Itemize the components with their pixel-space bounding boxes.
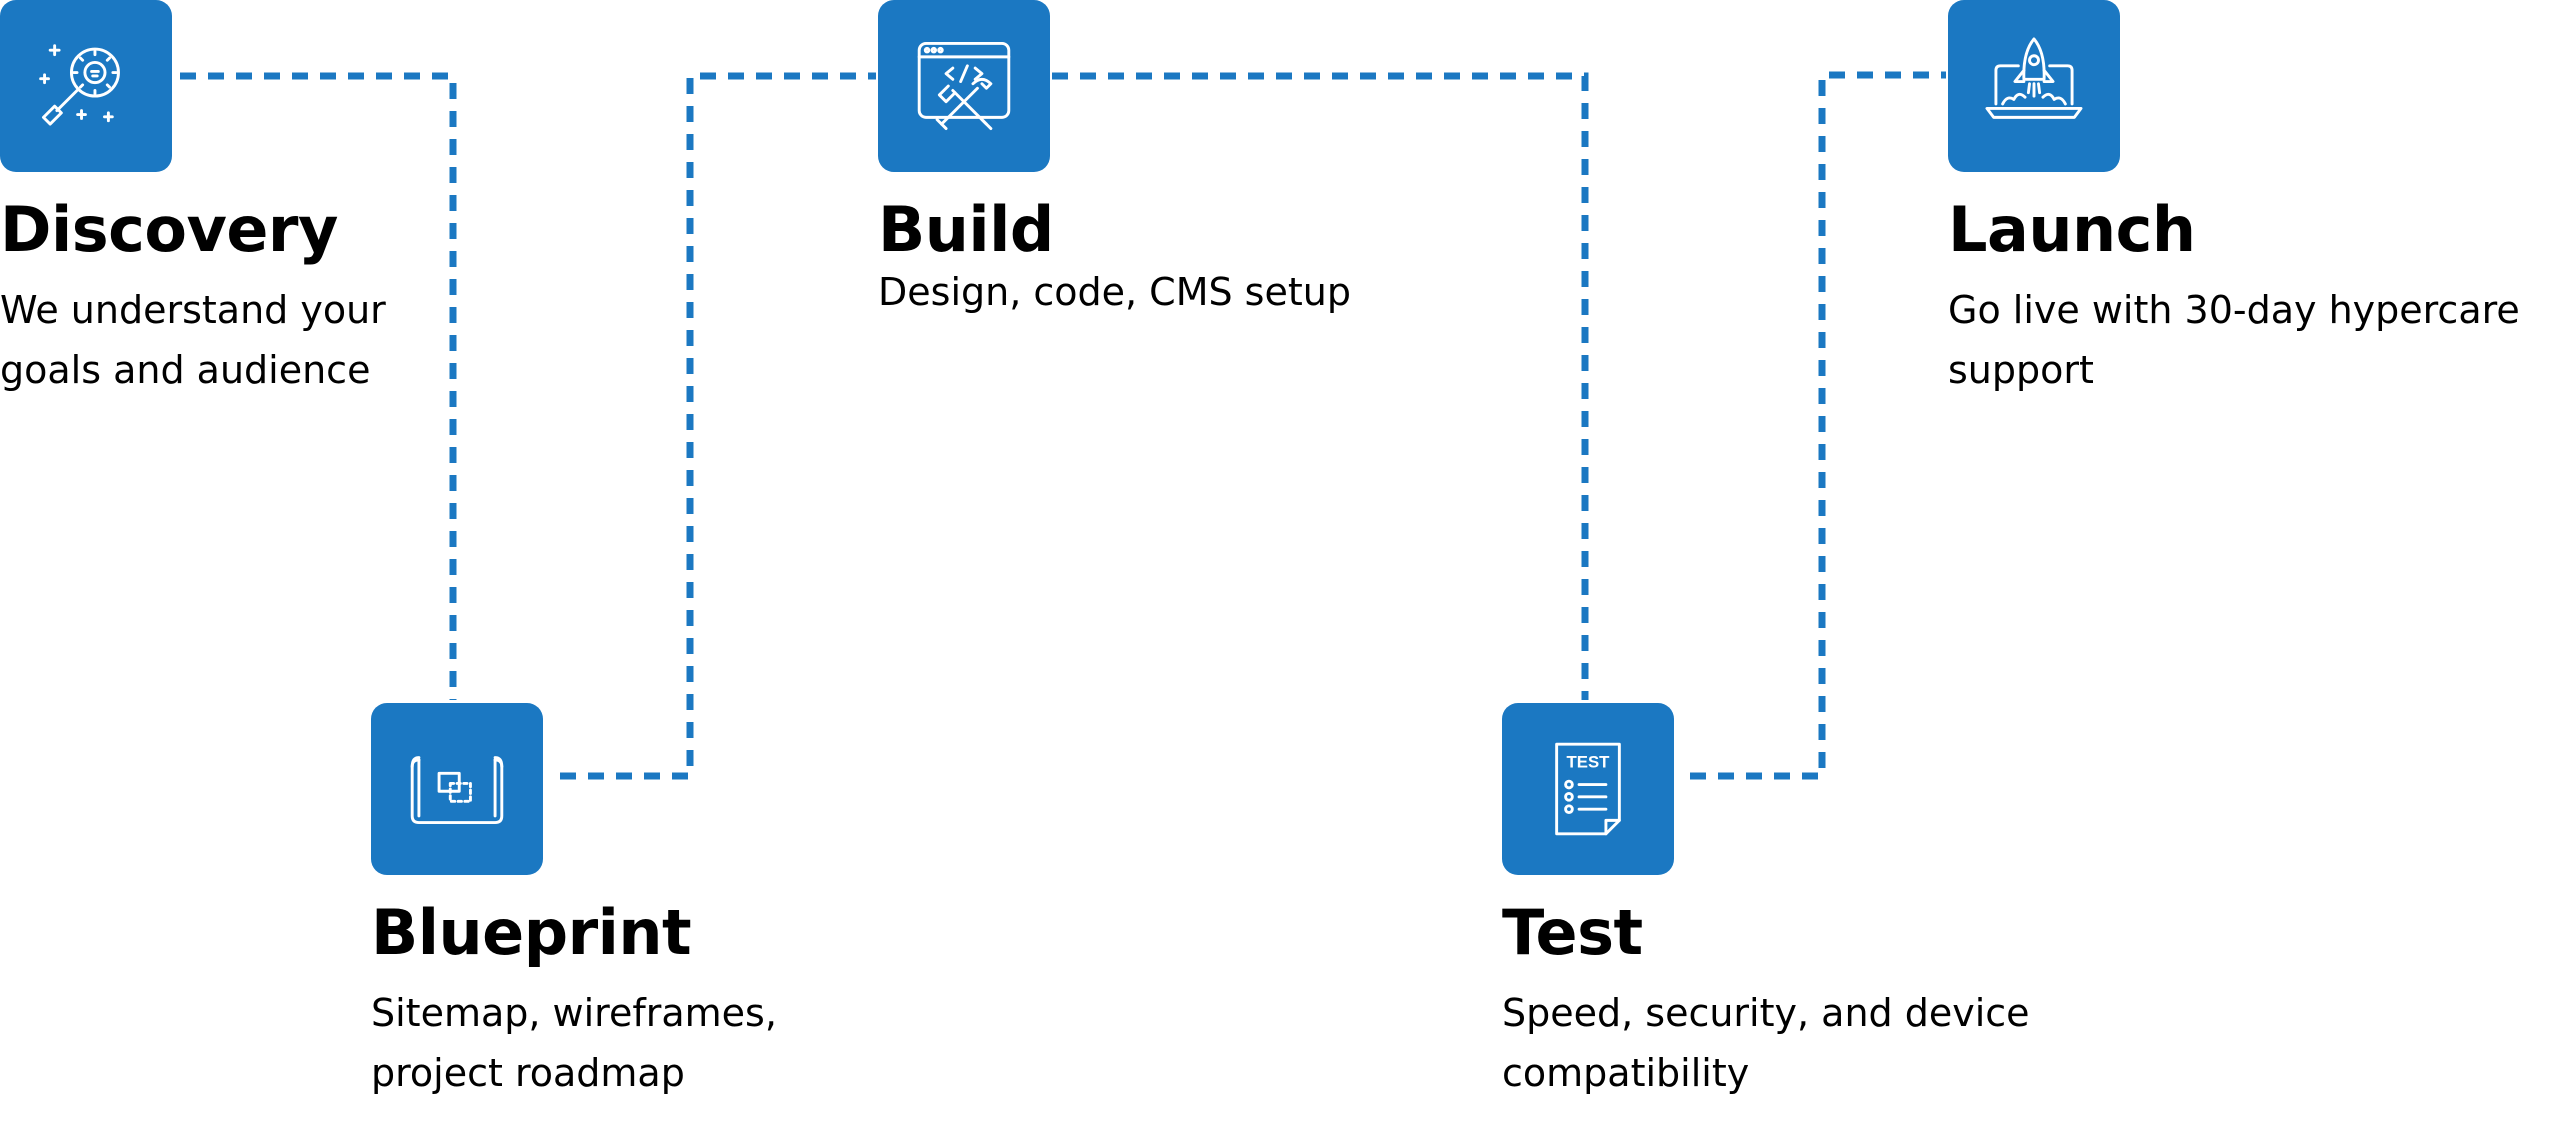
blueprint-icon <box>410 756 504 825</box>
launch-icon-box <box>1948 0 2120 172</box>
step-title: Blueprint <box>371 896 692 969</box>
step-title: Discovery <box>0 193 338 266</box>
step-launch: Launch Go live with 30-day hypercare sup… <box>1948 0 2558 400</box>
step-description: Speed, security, and device compatibilit… <box>1502 991 2030 1095</box>
step-title: Test <box>1502 896 1643 969</box>
step-blueprint: Blueprint Sitemap, wireframes, project r… <box>371 703 811 1103</box>
build-icon-box <box>878 0 1050 172</box>
connector-blueprint-build <box>560 72 876 780</box>
code-tools-icon <box>917 41 1011 131</box>
step-build: Build Design, code, CMS setup <box>878 0 1351 322</box>
test-icon-box: TEST <box>1502 703 1674 875</box>
blueprint-icon-box <box>371 703 543 875</box>
step-description: Sitemap, wireframes, project roadmap <box>371 991 777 1095</box>
test-icon-label: TEST <box>1567 753 1611 772</box>
step-title: Build <box>878 193 1054 266</box>
discovery-icon-box <box>0 0 172 172</box>
discovery-gear-magnifier-icon <box>39 44 120 126</box>
rocket-laptop-icon <box>1985 37 2083 119</box>
step-description: Design, code, CMS setup <box>878 270 1351 314</box>
test-checklist-icon: TEST <box>1555 742 1621 836</box>
step-description: We understand your goals and audience <box>0 288 386 392</box>
connector-test-launch <box>1690 71 1946 780</box>
connector-discovery-blueprint <box>180 72 457 700</box>
step-description: Go live with 30-day hypercare support <box>1948 288 2520 392</box>
step-title: Launch <box>1948 193 2196 266</box>
step-test: TEST Test Speed, security, and device co… <box>1502 703 2102 1103</box>
step-discovery: Discovery We understand your goals and a… <box>0 0 440 400</box>
connector-build-test <box>1052 72 1589 700</box>
